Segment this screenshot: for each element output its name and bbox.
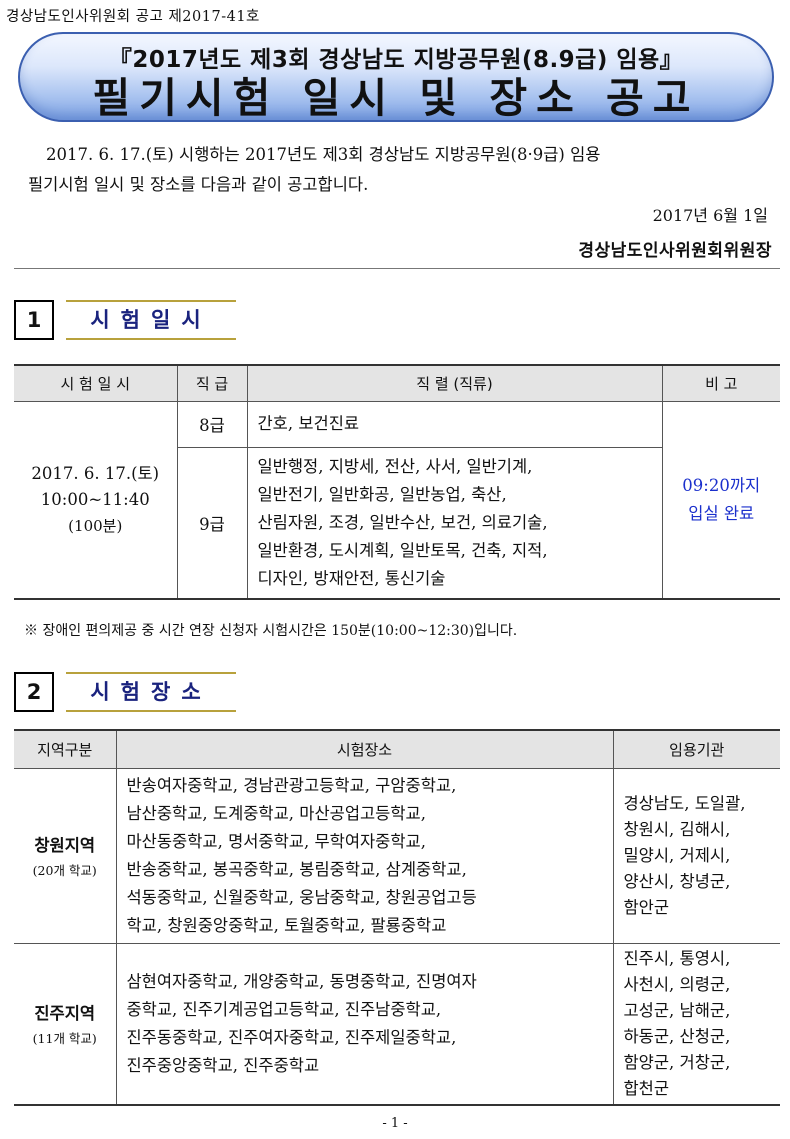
grade-cell: 8급 (176, 400, 248, 448)
header-remark: 비 고 (661, 364, 780, 402)
exam-duration: (100분) (68, 516, 123, 535)
school-line: 마산동중학교, 명서중학교, 무학여자중학교, (126, 831, 426, 851)
agency-line: 함양군, 거창군, (623, 1052, 731, 1072)
school-line: 진주동중학교, 진주여자중학교, 진주제일중학교, (126, 1027, 457, 1047)
section1-number: 1 (14, 300, 54, 340)
remark-line2: 입실 완료 (688, 503, 755, 523)
schools-cell: 삼현여자중학교, 개양중학교, 동명중학교, 진명여자 중학교, 진주기계공업고… (115, 942, 614, 1105)
exam-venue-table: 지역구분 시험장소 임용기관 창원지역 (20개 학교) 반송여자중학교, 경남… (14, 729, 780, 1106)
remark-cell: 09:20까지 입실 완료 (661, 400, 780, 600)
agencies-cell: 경상남도, 도일괄, 창원시, 김해시, 밀양시, 거제시, 양산시, 창녕군,… (612, 767, 780, 944)
header-series: 직 렬 (직류) (246, 364, 663, 402)
title-banner: 『2017년도 제3회 경상남도 지방공무원(8.9급) 임용』 필기시험 일시… (18, 32, 774, 122)
school-line: 삼현여자중학교, 개양중학교, 동명중학교, 진명여자 (126, 971, 477, 991)
header-agency: 임용기관 (612, 729, 780, 769)
header-venue: 시험장소 (115, 729, 614, 769)
agency-line: 진주시, 통영시, (623, 948, 731, 968)
agency-line: 경상남도, 도일괄, (623, 793, 746, 813)
school-line: 남산중학교, 도계중학교, 마산공업고등학교, (126, 803, 426, 823)
agencies-cell: 진주시, 통영시, 사천시, 의령군, 고성군, 남해군, 하동군, 산청군, … (612, 942, 780, 1105)
notice-number: 경상남도인사위원회 공고 제2017-41호 (6, 9, 260, 25)
table-header-row: 지역구분 시험장소 임용기관 (14, 729, 780, 769)
entry-time: 09:20 (682, 475, 730, 495)
school-count: (20개 학교) (32, 863, 97, 878)
title-line2: 필기시험 일시 및 장소 공고 (92, 74, 700, 122)
intro-line1: 2017. 6. 17.(토) 시행하는 2017년도 제3회 경상남도 지방공… (46, 145, 601, 164)
schools-cell: 반송여자중학교, 경남관광고등학교, 구암중학교, 남산중학교, 도계중학교, … (115, 767, 614, 944)
page-number: - 1 - (382, 1116, 408, 1131)
header-grade: 직 급 (176, 364, 248, 402)
series-line: 간호, 보건진료 (257, 414, 360, 433)
grade-cell: 9급 (177, 446, 248, 600)
agency-line: 밀양시, 거제시, (623, 845, 731, 865)
series-line: 일반전기, 일반화공, 일반농업, 축산, (257, 484, 507, 504)
section2-number: 2 (14, 672, 54, 712)
exam-date: 2017. 6. 17.(토) (31, 463, 160, 483)
table-header-row: 시 험 일 시 직 급 직 렬 (직류) 비 고 (14, 364, 780, 402)
title-line1: 『2017년도 제3회 경상남도 지방공무원(8.9급) 임용』 (108, 47, 684, 73)
region-cell: 진주지역 (11개 학교) (14, 942, 117, 1105)
school-line: 반송중학교, 봉곡중학교, 봉림중학교, 삼계중학교, (126, 859, 467, 879)
region-name: 창원지역 (34, 836, 96, 855)
agency-line: 함안군 (623, 897, 670, 917)
agency-line: 양산시, 창녕군, (623, 871, 731, 891)
agency-line: 창원시, 김해시, (623, 819, 731, 839)
intro-line2: 필기시험 일시 및 장소를 다음과 같이 공고합니다. (28, 175, 369, 194)
agency-line: 고성군, 남해군, (623, 1000, 731, 1020)
announcement-date: 2017년 6월 1일 (652, 206, 768, 225)
section1-title: 시험일시 (66, 300, 236, 340)
issuer: 경상남도인사위원회위원장 (578, 241, 772, 261)
school-line: 중학교, 진주기계공업고등학교, 진주남중학교, (126, 999, 442, 1019)
exam-time: 10:00~11:40 (40, 489, 150, 509)
table-row: 9급 일반행정, 지방세, 전산, 사서, 일반기계, 일반전기, 일반화공, … (14, 446, 780, 600)
table-row: 진주지역 (11개 학교) 삼현여자중학교, 개양중학교, 동명중학교, 진명여… (14, 942, 780, 1105)
divider (14, 268, 780, 269)
region-cell: 창원지역 (20개 학교) (14, 767, 117, 944)
region-name: 진주지역 (34, 1004, 96, 1023)
school-count: (11개 학교) (32, 1031, 97, 1046)
series-line: 산림자원, 조경, 일반수산, 보건, 의료기술, (257, 512, 548, 532)
school-line: 학교, 창원중앙중학교, 토월중학교, 팔룡중학교 (126, 915, 447, 935)
agency-line: 합천군 (623, 1078, 670, 1098)
series-cell: 간호, 보건진료 (246, 400, 663, 448)
agency-line: 사천시, 의령군, (623, 974, 731, 994)
exam-schedule-table: 시 험 일 시 직 급 직 렬 (직류) 비 고 2017. 6. 17.(토)… (14, 364, 780, 600)
intro-paragraph: 2017. 6. 17.(토) 시행하는 2017년도 제3회 경상남도 지방공… (28, 140, 778, 200)
remark-suffix: 까지 (729, 475, 761, 495)
table-row: 2017. 6. 17.(토) 10:00~11:40 (100분) 8급 간호… (14, 400, 780, 600)
series-cell: 일반행정, 지방세, 전산, 사서, 일반기계, 일반전기, 일반화공, 일반농… (246, 446, 662, 600)
table-row: 창원지역 (20개 학교) 반송여자중학교, 경남관광고등학교, 구암중학교, … (14, 767, 780, 944)
series-line: 일반행정, 지방세, 전산, 사서, 일반기계, (257, 456, 533, 476)
footnote: ※ 장애인 편의제공 중 시간 연장 신청자 시험시간은 150분(10:00~… (24, 623, 518, 639)
agency-line: 하동군, 산청군, (623, 1026, 731, 1046)
school-line: 석동중학교, 신월중학교, 웅남중학교, 창원공업고등 (126, 887, 477, 907)
section2-title: 시험장소 (66, 672, 236, 712)
header-region: 지역구분 (14, 729, 117, 769)
series-line: 디자인, 방재안전, 통신기술 (257, 568, 446, 588)
header-exam-datetime: 시 험 일 시 (14, 364, 178, 402)
school-line: 반송여자중학교, 경남관광고등학교, 구암중학교, (126, 775, 457, 795)
school-line: 진주중앙중학교, 진주중학교 (126, 1055, 320, 1075)
series-line: 일반환경, 도시계획, 일반토목, 건축, 지적, (257, 540, 548, 560)
exam-datetime-cell: 2017. 6. 17.(토) 10:00~11:40 (100분) (14, 400, 178, 600)
